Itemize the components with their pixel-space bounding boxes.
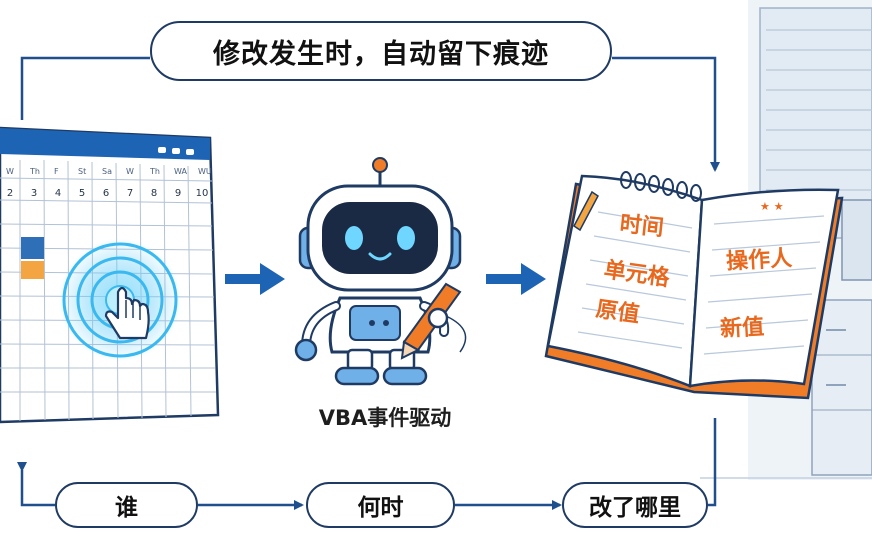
weekday-header: Th <box>29 167 40 176</box>
field-old-value: 原值 <box>594 297 642 328</box>
robot-illustration <box>294 157 467 386</box>
weekday-header: St <box>78 167 86 176</box>
weekday-header: F <box>54 167 59 176</box>
sheet-number: 4 <box>55 188 61 199</box>
flow-step-who: 谁 <box>55 482 198 528</box>
field-operator: 操作人 <box>725 246 793 275</box>
hand-pointer-icon <box>104 286 150 340</box>
arrow-right-icon <box>486 263 546 295</box>
sheet-number: 5 <box>79 188 85 199</box>
sheet-number: 3 <box>31 188 37 199</box>
weekday-header: W <box>126 167 134 176</box>
star-icon: ★ ★ <box>760 200 784 213</box>
notebook <box>544 171 844 400</box>
title-banner: 修改发生时，自动留下痕迹 <box>150 21 612 81</box>
sheet-number: 9 <box>175 188 181 199</box>
weekday-header: W <box>6 167 14 176</box>
weekday-header: WU <box>198 167 212 176</box>
spreadsheet-window: W Th F St Sa W Th WA WU 2 3 4 5 6 7 8 9 10 <box>0 126 220 424</box>
weekday-header: Sa <box>102 167 112 176</box>
sheet-number: 2 <box>7 188 13 199</box>
sheet-number: 10 <box>196 188 209 199</box>
robot-label: VBA事件驱动 <box>318 406 452 430</box>
field-time: 时间 <box>618 211 665 242</box>
highlight-cell-blue <box>21 237 44 259</box>
highlight-cell-orange <box>21 261 44 279</box>
arrow-right-icon <box>225 263 285 295</box>
field-new-value: 新值 <box>719 314 765 343</box>
weekday-header: WA <box>174 167 187 176</box>
pencil-icon <box>400 282 462 360</box>
window-scene <box>700 0 872 480</box>
sheet-number: 7 <box>127 188 133 199</box>
page-title: 修改发生时，自动留下痕迹 <box>213 38 549 70</box>
flow-step-where: 改了哪里 <box>562 482 708 528</box>
weekday-header: Th <box>149 167 160 176</box>
flow-step-when: 何时 <box>306 482 455 528</box>
sheet-number: 6 <box>103 188 109 199</box>
sheet-number: 8 <box>151 188 157 199</box>
